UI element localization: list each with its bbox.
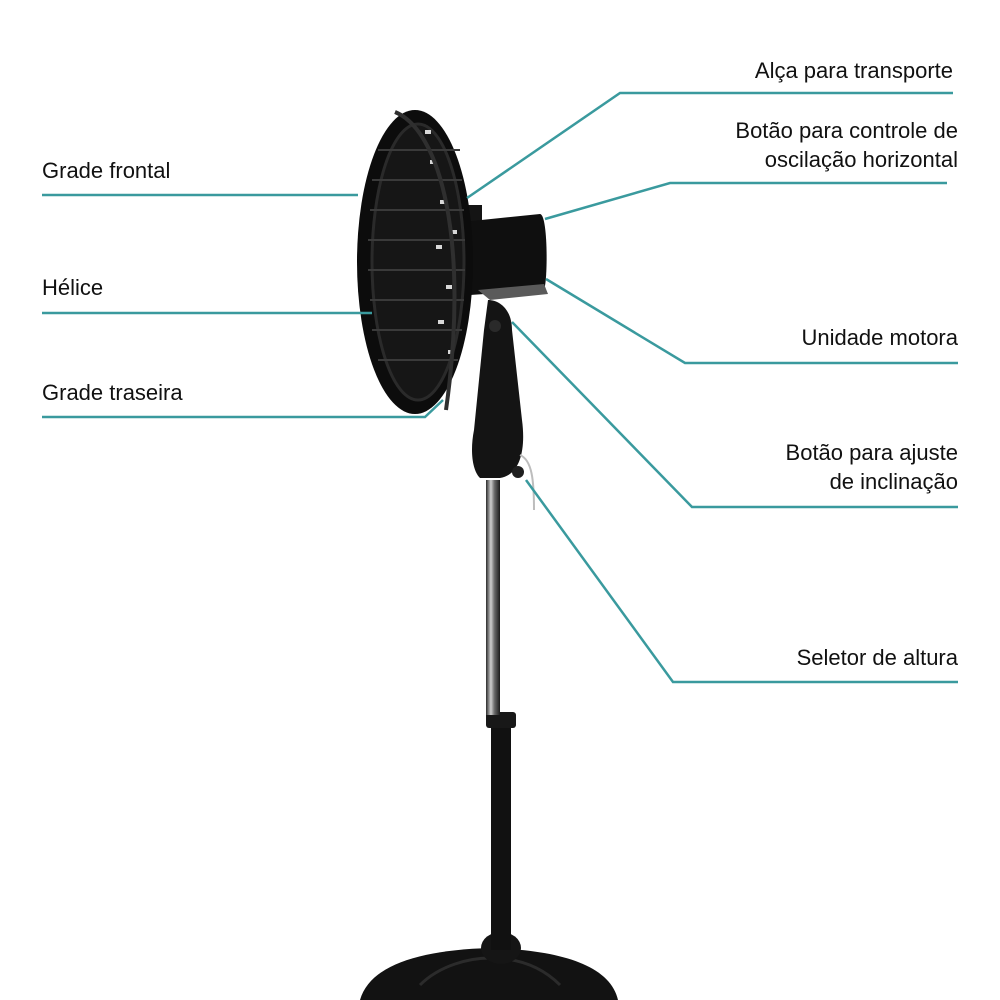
line-alca-transporte (466, 91, 953, 200)
label-unidade-motora: Unidade motora (801, 325, 958, 350)
fan-neck (472, 300, 535, 511)
fan-lower-pole (486, 712, 516, 950)
label-alca-transporte: Alça para transporte (754, 58, 953, 83)
fan-upper-pole (486, 480, 500, 715)
fan-base (360, 932, 618, 1000)
line-seletor-altura (524, 479, 958, 684)
line-botao-inclinacao (511, 321, 958, 509)
leader-lines (42, 91, 958, 684)
fan-head (357, 110, 473, 414)
label-botao-oscilacao-line2: oscilação horizontal (764, 147, 958, 172)
label-botao-inclinacao-line2: de inclinação (829, 469, 958, 494)
line-grade-traseira (42, 399, 444, 419)
label-botao-oscilacao-line1: Botão para controle de (735, 118, 958, 143)
label-grade-traseira: Grade traseira (42, 380, 183, 405)
label-grade-frontal: Grade frontal (42, 158, 171, 183)
line-unidade-motora (545, 277, 958, 365)
label-helice: Hélice (42, 275, 104, 300)
line-botao-oscilacao (544, 181, 947, 221)
fan-motor-unit (460, 205, 548, 300)
label-botao-inclinacao-line1: Botão para ajuste (785, 440, 958, 465)
label-seletor-altura: Seletor de altura (796, 645, 958, 670)
